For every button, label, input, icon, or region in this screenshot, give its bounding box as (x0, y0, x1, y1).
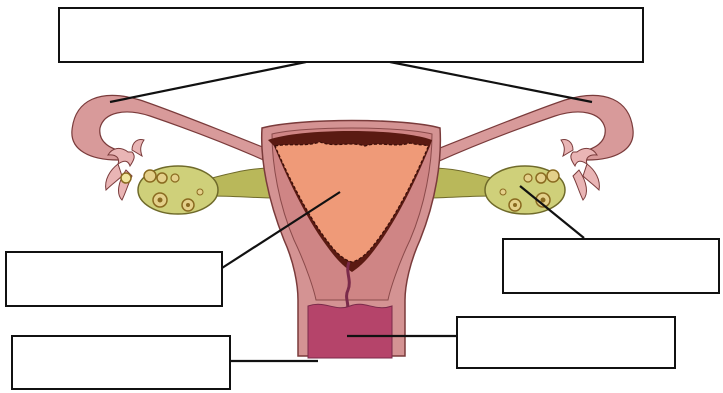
label-box-bottom-right[interactable] (456, 316, 676, 369)
right-fallopian-tube (435, 95, 633, 162)
left-ovary (138, 166, 218, 214)
label-box-top[interactable] (58, 7, 644, 63)
cervix (308, 304, 392, 358)
left-fallopian-tube (72, 95, 270, 162)
released-egg (121, 173, 131, 183)
label-box-middle-right[interactable] (502, 238, 720, 294)
label-box-bottom-left[interactable] (11, 335, 231, 390)
leader-line-left-tube (110, 62, 306, 102)
label-box-middle-left[interactable] (5, 251, 223, 307)
leader-line-right-tube (390, 62, 592, 102)
